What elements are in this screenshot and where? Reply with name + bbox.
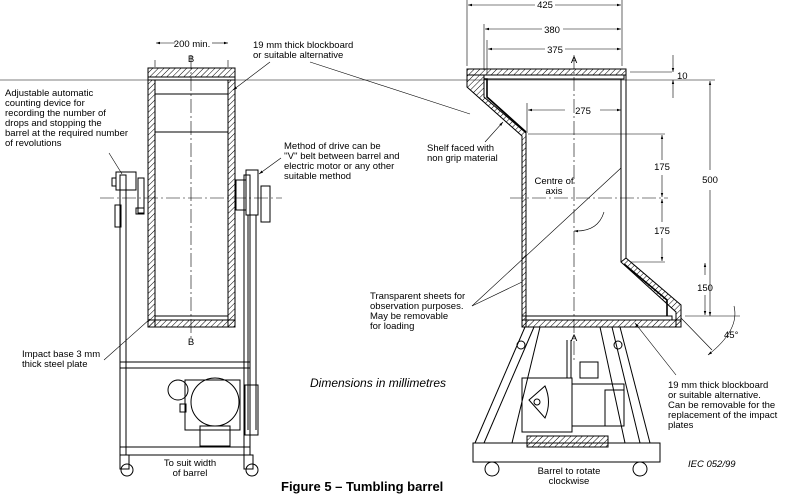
label-counting-device: Adjustable automatic counting device for… <box>5 88 128 175</box>
side-view: 200 min. B B 19 mm thick blockboard or s… <box>5 39 471 479</box>
svg-text:thick steel plate: thick steel plate <box>22 359 87 370</box>
svg-text:Shelf faced with: Shelf faced with <box>427 143 494 154</box>
rotation-arrow <box>573 211 605 233</box>
svg-text:380: 380 <box>544 25 560 36</box>
svg-text:non grip material: non grip material <box>427 153 498 164</box>
svg-text:45°: 45° <box>724 330 739 341</box>
svg-text:suitable method: suitable method <box>284 171 351 182</box>
iec-reference: IEC 052/99 <box>688 459 736 470</box>
svg-text:Centre of: Centre of <box>534 176 573 187</box>
svg-text:Adjustable automatic: Adjustable automatic <box>5 88 93 99</box>
wheel <box>245 463 259 477</box>
svg-text:Can be removable for the: Can be removable for the <box>668 400 775 411</box>
figure-caption: Figure 5 – Tumbling barrel <box>281 479 443 494</box>
label-centre-of-axis: Centre of axis <box>534 176 573 197</box>
barrel-section <box>466 55 682 360</box>
svg-text:of barrel: of barrel <box>173 468 208 479</box>
svg-text:500: 500 <box>702 175 718 186</box>
svg-text:10: 10 <box>677 71 688 82</box>
dimensions: 425 380 375 A A 10 500 275 175 175 150 <box>0 0 740 356</box>
stand <box>472 326 661 477</box>
svg-text:plates: plates <box>668 420 694 431</box>
section-mark-b-bottom: B <box>188 337 194 348</box>
label-shelf: Shelf faced with non grip material <box>427 121 504 164</box>
svg-text:''V'' belt between barrel and: ''V'' belt between barrel and <box>284 151 400 162</box>
counting-device <box>111 171 145 228</box>
label-impact-base: Impact base 3 mm thick steel plate <box>22 318 151 370</box>
motor-section <box>521 361 625 433</box>
svg-text:275: 275 <box>575 106 591 117</box>
svg-text:19 mm thick blockboard: 19 mm thick blockboard <box>253 40 353 51</box>
barrel <box>100 55 282 340</box>
svg-text:175: 175 <box>654 226 670 237</box>
svg-text:or suitable alternative.: or suitable alternative. <box>668 390 761 401</box>
svg-text:To suit width: To suit width <box>164 458 216 469</box>
svg-text:replacement of the impact: replacement of the impact <box>668 410 778 421</box>
wheel <box>484 461 500 477</box>
units-note: Dimensions in millimetres <box>310 376 446 390</box>
label-rotate: Barrel to rotate clockwise <box>538 466 601 487</box>
svg-text:Barrel to rotate: Barrel to rotate <box>538 466 601 477</box>
svg-text:recording the number of: recording the number of <box>5 108 106 119</box>
dim-200-min: 200 min. <box>174 39 210 50</box>
svg-text:observation purposes.: observation purposes. <box>370 301 463 312</box>
svg-text:19 mm thick blockboard: 19 mm thick blockboard <box>668 380 768 391</box>
frame <box>119 174 259 477</box>
svg-text:for loading: for loading <box>370 321 414 332</box>
wheel <box>632 461 648 477</box>
svg-text:150: 150 <box>697 283 713 294</box>
svg-text:electric motor or any other: electric motor or any other <box>284 161 394 172</box>
wheel <box>120 463 134 477</box>
label-blockboard-section: 19 mm thick blockboard or suitable alter… <box>634 322 778 431</box>
section-mark-b-top: B <box>188 54 194 65</box>
section-mark-a-top: A <box>571 55 578 66</box>
pulley-drive <box>235 169 271 436</box>
svg-text:Impact base 3 mm: Impact base 3 mm <box>22 349 100 360</box>
label-suit-width: To suit width of barrel <box>164 458 216 479</box>
label-blockboard-side: 19 mm thick blockboard or suitable alter… <box>232 40 471 115</box>
svg-text:425: 425 <box>537 0 553 11</box>
svg-text:drops and stopping the: drops and stopping the <box>5 118 102 129</box>
svg-text:Method of drive can be: Method of drive can be <box>284 141 381 152</box>
svg-text:175: 175 <box>654 162 670 173</box>
svg-text:clockwise: clockwise <box>549 476 590 487</box>
svg-text:or suitable alternative: or suitable alternative <box>253 50 343 61</box>
motor <box>167 377 241 447</box>
svg-text:May be removable: May be removable <box>370 311 448 322</box>
section-mark-a-bottom: A <box>571 333 578 344</box>
svg-text:375: 375 <box>547 45 563 56</box>
svg-text:of revolutions: of revolutions <box>5 138 62 149</box>
label-drive-method: Method of drive can be ''V'' belt betwee… <box>258 141 400 182</box>
svg-text:counting device for: counting device for <box>5 98 85 109</box>
svg-text:axis: axis <box>546 186 563 197</box>
label-transparent-sheets: Transparent sheets for observation purpo… <box>370 167 622 332</box>
section-view: 425 380 375 A A 10 500 275 175 175 150 <box>0 0 778 487</box>
svg-text:barrel at the required number: barrel at the required number <box>5 128 128 139</box>
svg-text:Transparent sheets for: Transparent sheets for <box>370 291 465 302</box>
